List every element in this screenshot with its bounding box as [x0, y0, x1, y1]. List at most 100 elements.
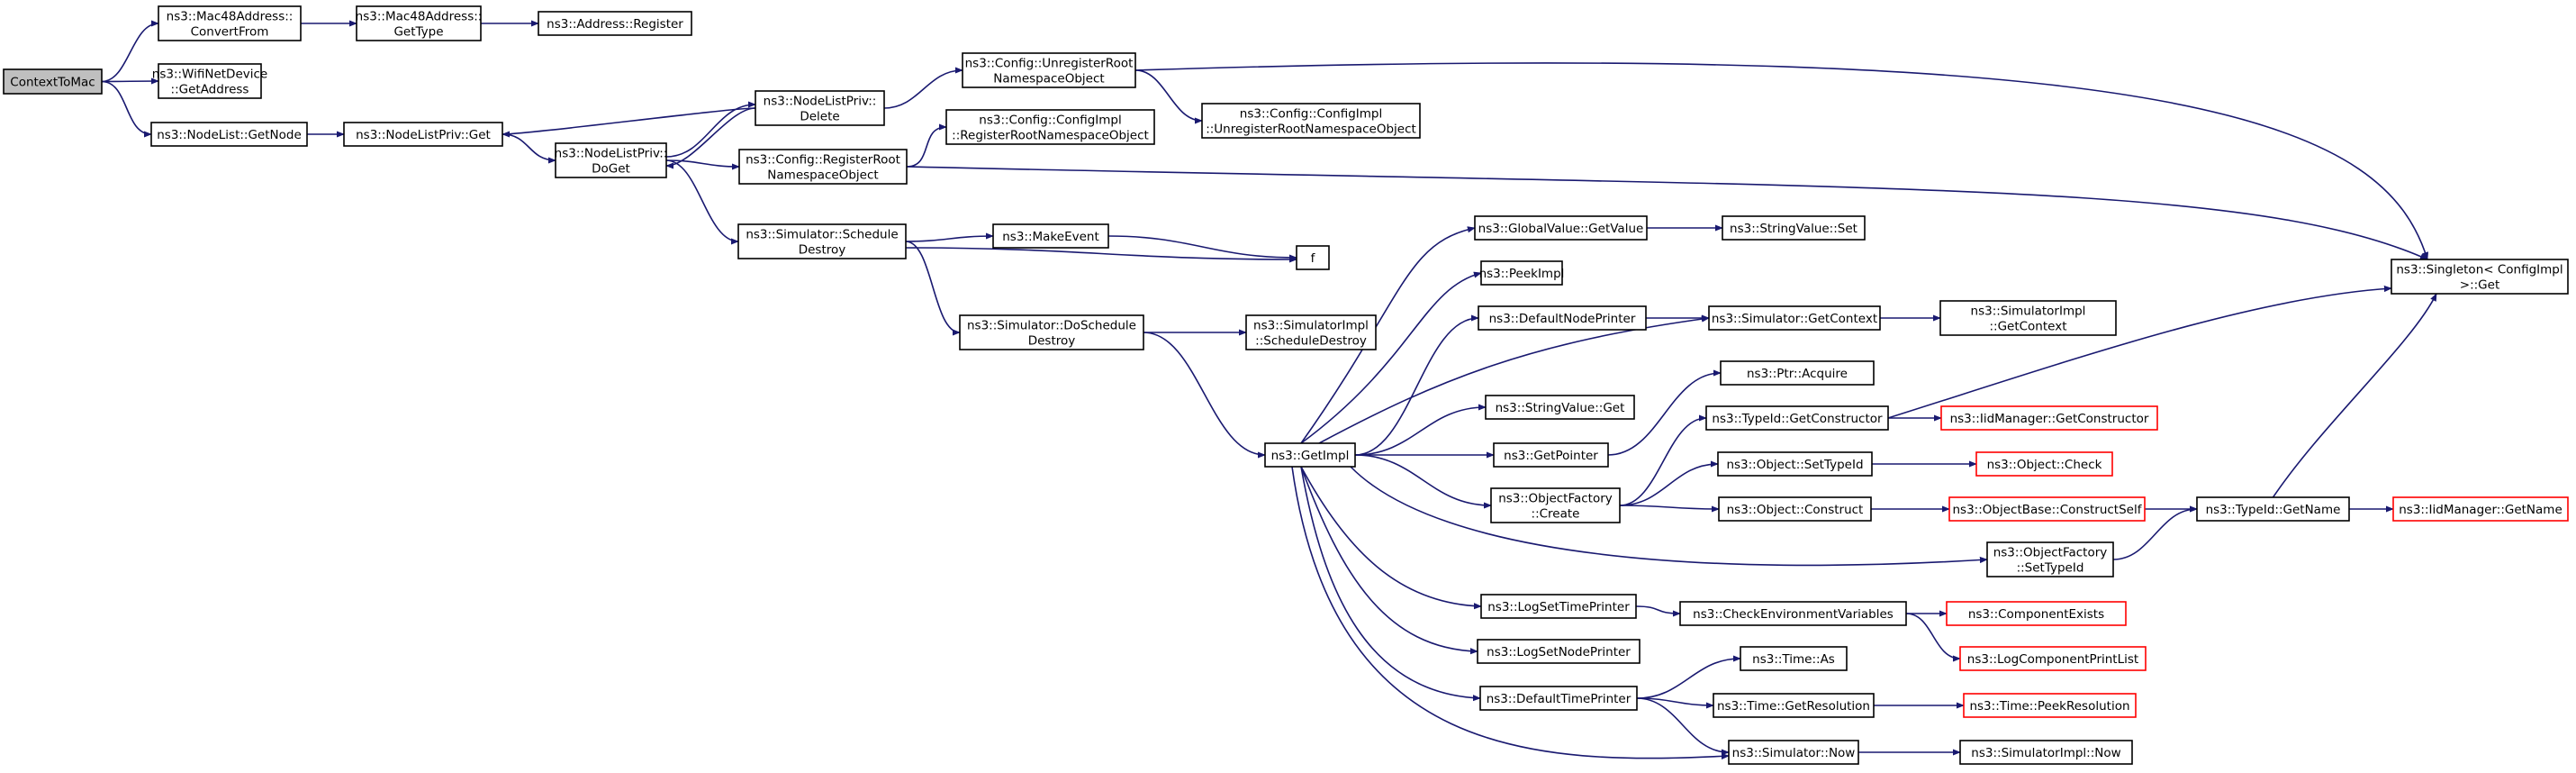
- node-object-factory-set-type-id[interactable]: ns3::ObjectFactory::SetTypeId: [1986, 541, 2114, 577]
- node-config-impl-reg[interactable]: ns3::Config::ConfigImpl::RegisterRootNam…: [945, 109, 1155, 145]
- node-label: ns3::LogSetTimePrinter: [1487, 600, 1630, 614]
- node-config-impl-unreg[interactable]: ns3::Config::ConfigImpl::UnregisterRootN…: [1201, 103, 1421, 139]
- node-box: [1679, 601, 1907, 626]
- node-log-component-print-list[interactable]: ns3::LogComponentPrintList: [1959, 646, 2147, 671]
- node-sim-schedule-destroy[interactable]: ns3::Simulator::ScheduleDestroy: [737, 223, 907, 259]
- node-box: [158, 5, 302, 41]
- edge-config-reg-root-to-config-impl-reg: [906, 123, 947, 168]
- node-label: ns3::SimulatorImpl::Now: [1971, 746, 2120, 760]
- node-box: [158, 63, 262, 99]
- edge-line: [502, 133, 556, 164]
- node-label: ns3::SimulatorImpl: [1253, 319, 1369, 333]
- edge-node-list-priv-do-get-to-sim-schedule-destroy: [665, 159, 739, 245]
- node-iid-get-name[interactable]: ns3::IidManager::GetName: [2392, 496, 2569, 522]
- node-peek-impl[interactable]: ns3::PeekImpl: [1479, 260, 1565, 286]
- node-label: >::Get: [2460, 278, 2499, 293]
- node-sim-get-context[interactable]: ns3::Simulator::GetContext: [1708, 305, 1881, 331]
- node-default-node-printer[interactable]: ns3::DefaultNodePrinter: [1478, 305, 1647, 331]
- node-sim-impl-get-context[interactable]: ns3::SimulatorImpl::GetContext: [1939, 300, 2117, 336]
- edge-line: [1354, 404, 1487, 456]
- edge-line: [1636, 655, 1741, 699]
- node-make-event[interactable]: ns3::MakeEvent: [992, 223, 1109, 249]
- node-object-check[interactable]: ns3::Object::Check: [1975, 451, 2113, 477]
- edge-line: [665, 101, 756, 158]
- node-label: ns3::Simulator::DoSchedule: [967, 319, 1136, 333]
- node-object-construct[interactable]: ns3::Object::Construct: [1718, 496, 1872, 522]
- node-get-address[interactable]: ns3::WifiNetDevice::GetAddress: [152, 63, 267, 99]
- edge-sim-schedule-destroy-to-f: [905, 247, 1297, 263]
- node-box: [959, 314, 1144, 350]
- edge-line: [665, 159, 739, 245]
- node-label: Delete: [800, 110, 839, 124]
- node-box: [737, 223, 907, 259]
- node-box: [1264, 442, 1356, 468]
- edge-get-impl-to-object-factory-set-type-id: [1350, 466, 1988, 567]
- node-type-id-get-constructor[interactable]: ns3::TypeId::GetConstructor: [1705, 405, 1889, 431]
- node-context-to-mac[interactable]: ContextToMac: [3, 68, 103, 95]
- node-object-set-type-id[interactable]: ns3::Object::SetTypeId: [1717, 451, 1873, 477]
- edge-line: [1300, 466, 1478, 655]
- node-singleton-get[interactable]: ns3::Singleton< ConfigImpl >::Get: [2391, 259, 2569, 295]
- edge-line: [905, 232, 994, 242]
- node-node-list-priv-delete[interactable]: ns3::NodeListPriv::Delete: [755, 90, 885, 126]
- node-iid-get-constructor[interactable]: ns3::IidManager::GetConstructor: [1940, 405, 2158, 431]
- node-time-get-resolution[interactable]: ns3::Time::GetResolution: [1713, 693, 1875, 718]
- node-default-time-printer[interactable]: ns3::DefaultTimePrinter: [1479, 686, 1638, 711]
- node-box: [1940, 405, 2158, 431]
- node-mac48-get-type[interactable]: ns3::Mac48Address::GetType: [356, 5, 483, 41]
- node-label: Destroy: [1028, 334, 1076, 349]
- node-object-base-construct-self[interactable]: ns3::ObjectBase::ConstructSelf: [1948, 496, 2146, 522]
- edge-line: [1636, 697, 1714, 709]
- node-string-value-set[interactable]: ns3::StringValue::Set: [1722, 215, 1866, 241]
- node-label: ::Create: [1532, 507, 1580, 522]
- edge-line: [1635, 605, 1681, 617]
- node-sim-impl-schedule-destroy[interactable]: ns3::SimulatorImpl::ScheduleDestroy: [1245, 314, 1377, 350]
- edge-line: [2272, 293, 2437, 498]
- node-config-reg-root[interactable]: ns3::Config::RegisterRootNamespaceObject: [738, 149, 908, 185]
- edge-line: [1636, 697, 1730, 756]
- node-config-unreg-root[interactable]: ns3::Config::UnregisterRootNamespaceObje…: [962, 52, 1136, 88]
- node-box: [1705, 405, 1889, 431]
- node-label: ns3::NodeList::GetNode: [157, 128, 302, 142]
- edge-sim-do-schedule-destroy-to-get-impl: [1143, 332, 1266, 459]
- edge-object-factory-create-to-type-id-get-constructor: [1619, 414, 1707, 506]
- node-check-env-vars[interactable]: ns3::CheckEnvironmentVariables: [1679, 601, 1907, 626]
- edge-line: [1300, 466, 1481, 702]
- node-label: ns3::StringValue::Set: [1730, 222, 1857, 236]
- node-get-impl[interactable]: ns3::GetImpl: [1264, 442, 1356, 468]
- node-convert-from[interactable]: ns3::Mac48Address::ConvertFrom: [158, 5, 302, 41]
- node-node-list-get-node[interactable]: ns3::NodeList::GetNode: [150, 122, 308, 147]
- node-sim-now[interactable]: ns3::Simulator::Now: [1728, 740, 1859, 765]
- node-time-as[interactable]: ns3::Time::As: [1740, 646, 1848, 671]
- node-address-register[interactable]: ns3::Address::Register: [538, 11, 692, 36]
- node-global-value-get-value[interactable]: ns3::GlobalValue::GetValue: [1474, 215, 1648, 241]
- node-box: [945, 109, 1155, 145]
- node-string-value-get[interactable]: ns3::StringValue::Get: [1485, 395, 1635, 420]
- node-log-set-time-printer[interactable]: ns3::LogSetTimePrinter: [1480, 594, 1637, 619]
- edge-line: [906, 123, 947, 168]
- node-box: [1296, 245, 1330, 270]
- edge-get-impl-to-log-set-node-printer: [1300, 466, 1478, 655]
- node-component-exists[interactable]: ns3::ComponentExists: [1946, 601, 2127, 626]
- node-box: [1948, 496, 2146, 522]
- node-label: ::GetContext: [1989, 320, 2066, 334]
- node-label: ConvertFrom: [191, 25, 269, 40]
- edge-line: [1300, 226, 1476, 444]
- node-box: [1708, 305, 1881, 331]
- node-object-factory-create[interactable]: ns3::ObjectFactory::Create: [1490, 487, 1621, 523]
- node-label: ns3::NodeListPriv::: [764, 95, 877, 109]
- node-label: ns3::LogComponentPrintList: [1967, 652, 2138, 667]
- node-log-set-node-printer[interactable]: ns3::LogSetNodePrinter: [1477, 639, 1641, 664]
- node-node-list-priv-get[interactable]: ns3::NodeListPriv::Get: [343, 122, 503, 147]
- node-get-pointer[interactable]: ns3::GetPointer: [1493, 442, 1609, 468]
- edge-get-impl-to-default-time-printer: [1300, 466, 1481, 702]
- node-ptr-acquire[interactable]: ns3::Ptr::Acquire: [1720, 360, 1875, 386]
- node-f[interactable]: f: [1296, 245, 1330, 270]
- node-node-list-priv-do-get[interactable]: ns3::NodeListPriv::DoGet: [555, 142, 668, 178]
- node-type-id-get-name[interactable]: ns3::TypeId::GetName: [2196, 496, 2350, 522]
- node-time-peek-resolution[interactable]: ns3::Time::PeekResolution: [1963, 693, 2137, 718]
- edge-get-impl-to-global-value-get-value: [1300, 226, 1476, 444]
- node-sim-impl-now[interactable]: ns3::SimulatorImpl::Now: [1959, 740, 2133, 765]
- node-label: ns3::TypeId::GetName: [2206, 503, 2341, 517]
